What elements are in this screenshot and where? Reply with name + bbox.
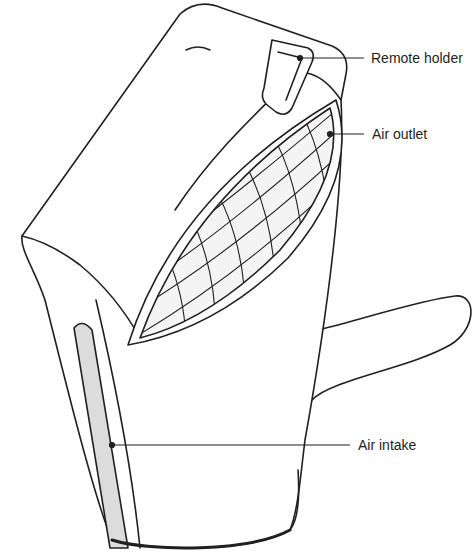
callout-label: Air intake (358, 437, 416, 453)
base-edge (290, 470, 299, 530)
callout-label: Remote holder (371, 50, 463, 66)
remote-slot (278, 52, 302, 100)
grille-line (210, 180, 246, 340)
leader-dot (110, 443, 115, 448)
air-outlet (140, 108, 334, 338)
grille-line (120, 110, 360, 300)
leader-line (112, 444, 350, 445)
top-indicator (186, 47, 210, 50)
remote-holder (262, 40, 313, 114)
grille-line (160, 240, 186, 360)
grille-line (240, 155, 276, 320)
grille-line (325, 95, 355, 220)
grille-line (150, 185, 360, 350)
base-ring (112, 530, 290, 548)
power-cord (312, 296, 471, 400)
side-seam (96, 300, 140, 548)
leader-line (330, 133, 364, 134)
grille-line (270, 130, 305, 290)
air-intake (74, 323, 128, 548)
outlet-grille (120, 70, 360, 360)
leader-dot (328, 132, 333, 137)
grille-line (300, 110, 332, 260)
leader-line (300, 57, 364, 58)
outlet-rim (128, 100, 342, 345)
purifier-body (22, 4, 347, 548)
grille-line (120, 135, 360, 320)
grille-line (120, 90, 360, 280)
grille-line (130, 160, 360, 340)
callout-label: Air outlet (372, 126, 427, 142)
grille-line (185, 205, 216, 350)
leader-dot (298, 56, 303, 61)
grille-line (120, 70, 360, 260)
